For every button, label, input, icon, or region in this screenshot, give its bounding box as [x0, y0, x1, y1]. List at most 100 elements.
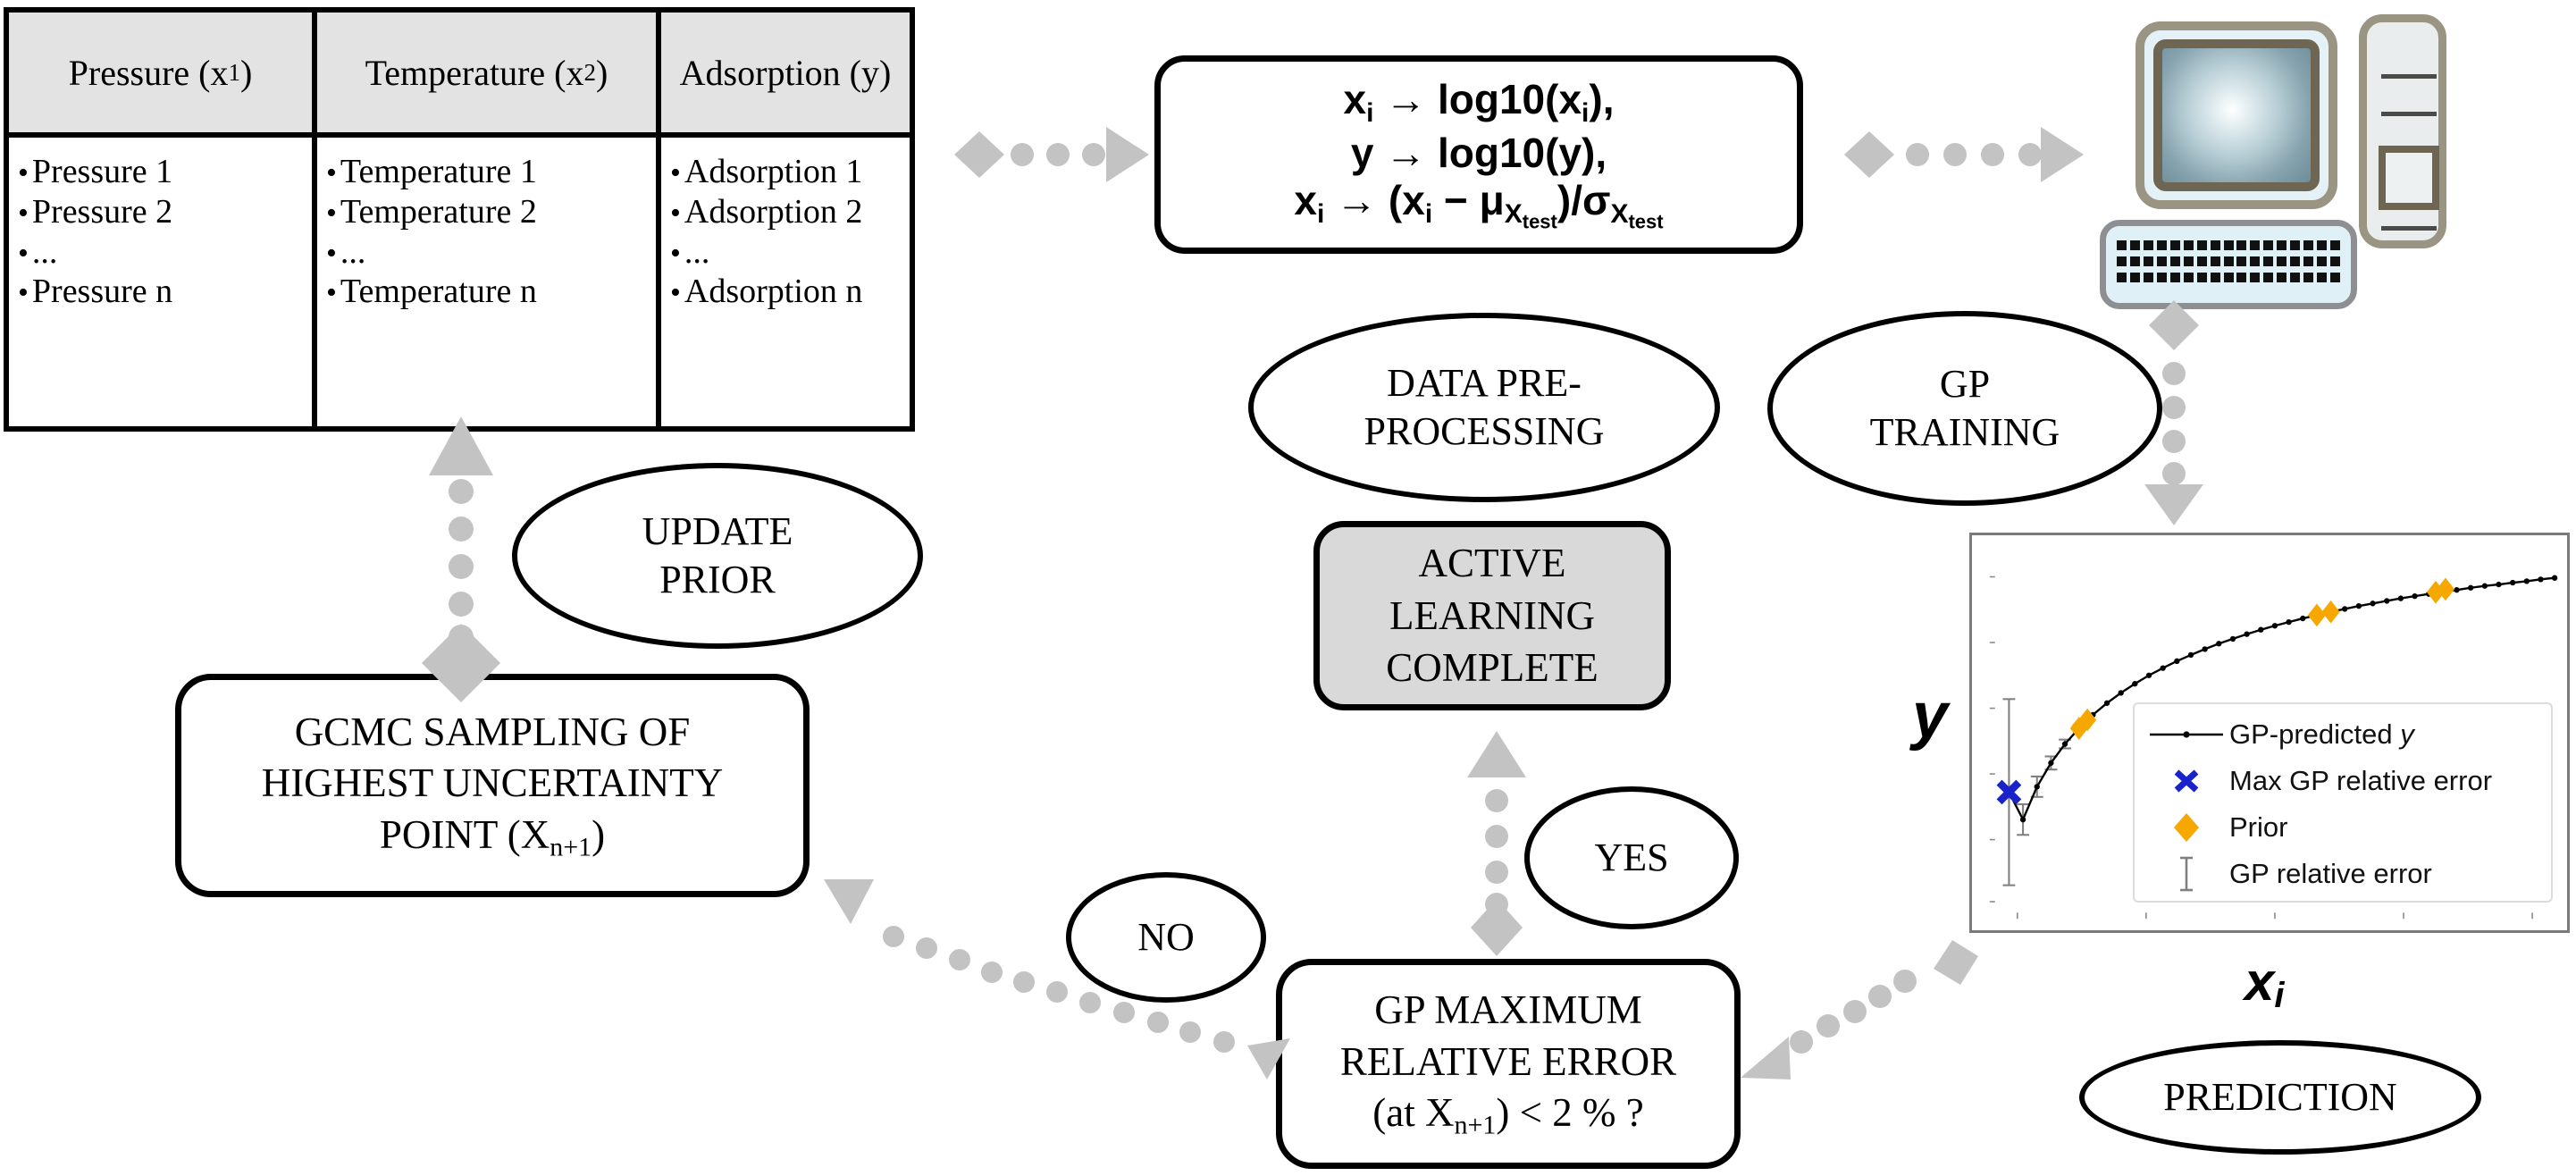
chart-legend: GP-predicted y Max GP relative error Pri… [2133, 702, 2553, 903]
column-header-pressure-text: Pressure (x [68, 52, 229, 93]
connector-table-to-preprocessing [927, 114, 1151, 195]
monitor-screen [2153, 39, 2320, 191]
eq3-mu-sub: Xtest [1504, 199, 1557, 233]
connector-gp-error-to-active-learning-complete [1447, 726, 1546, 967]
gperr-line3-b: ) < 2 % ? [1496, 1090, 1644, 1136]
label-data-preprocessing: DATA PRE- PROCESSING [1248, 313, 1720, 502]
legend-item-error-bar: GP relative error [2144, 851, 2542, 897]
preprocessing-equation-1: xi → log10(xi), [1294, 76, 1663, 130]
gcmc-line3-text: POINT (X [379, 811, 550, 857]
eq3-mu-sub-X: X [1504, 199, 1523, 230]
column-header-temperature-tail: ) [596, 52, 608, 93]
alc-line2: LEARNING [1389, 592, 1595, 638]
column-header-adsorption-text: Adsorption (y [679, 52, 879, 93]
list-item: Adsorption 1 [667, 152, 904, 192]
keyboard-row [2117, 273, 2340, 282]
label-prediction: PREDICTION [2079, 1040, 2481, 1155]
data-preprocessing-line2: PROCESSING [1364, 409, 1605, 453]
gcmc-sampling-box: GCMC SAMPLING OF HIGHEST UNCERTAINTY POI… [175, 674, 810, 897]
column-header-pressure-sub: 1 [228, 58, 241, 86]
column-header-temperature-sub: 2 [583, 58, 597, 86]
computer-tower-icon [2359, 14, 2446, 248]
gperr-line3-sub: n+1 [1454, 1110, 1497, 1140]
keyboard-icon [2100, 220, 2357, 309]
label-update-prior: UPDATE PRIOR [512, 463, 923, 649]
gcmc-line3: POINT (Xn+1) [262, 810, 724, 865]
column-header-temperature-text: Temperature (x [365, 52, 584, 93]
eq3-b: → (x [1324, 177, 1425, 224]
gperr-line1: GP MAXIMUM [1374, 987, 1642, 1033]
update-prior-line2: PRIOR [659, 558, 776, 601]
input-data-table: Pressure (x1) Pressure 1 Pressure 2 ... … [4, 7, 915, 432]
label-no: NO [1066, 872, 1266, 1003]
list-item: Adsorption 2 [667, 192, 904, 232]
eq3-sigma: )/σ [1557, 177, 1611, 224]
eq1-x: x [1343, 75, 1367, 122]
preprocessing-equation-2: y → log10(y), [1350, 129, 1607, 176]
tower-drive-bay [2379, 146, 2439, 210]
active-learning-complete-box: ACTIVE LEARNING COMPLETE [1313, 521, 1671, 710]
eq3-b-sub: i [1424, 199, 1433, 230]
gp-training-line2: TRAINING [1869, 410, 2060, 454]
legend-item-prior: Prior [2144, 804, 2542, 851]
keyboard-row [2117, 240, 2340, 250]
legend-label-max-error: Max GP relative error [2229, 765, 2493, 796]
connector-computer-to-chart [2125, 295, 2223, 527]
legend-label-error-bar: GP relative error [2229, 858, 2432, 889]
eq3-x: x [1294, 177, 1317, 224]
list-item: ... [323, 232, 650, 273]
legend-item-gp-predicted: GP-predicted y [2144, 711, 2542, 758]
list-item: Temperature n [323, 272, 650, 312]
data-preprocessing-box: xi → log10(xi), y → log10(y), xi → (xi −… [1154, 55, 1803, 254]
gperr-line2: RELATIVE ERROR [1339, 1038, 1677, 1084]
eq3-sigma-sub: Xtest [1610, 199, 1663, 233]
list-item: Temperature 2 [323, 192, 650, 232]
list-item: ... [667, 232, 904, 273]
eq3-mu-sub-test: test [1522, 210, 1557, 233]
chart-y-axis-label: y [1912, 680, 1949, 752]
gcmc-line3-sub: n+1 [550, 832, 592, 862]
gcmc-line1: GCMC SAMPLING OF [294, 709, 691, 754]
legend-symbol-diamond [2144, 811, 2229, 844]
label-gp-training: GP TRAINING [1767, 311, 2162, 506]
legend-symbol-errorbar [2144, 854, 2229, 894]
gcmc-line2: HIGHEST UNCERTAINTY [261, 760, 724, 806]
table-body-pressure: Pressure 1 Pressure 2 ... Pressure n [9, 138, 312, 426]
list-item: Pressure 2 [14, 192, 306, 232]
list-item: Temperature 1 [323, 152, 650, 192]
eq3-x-sub: i [1317, 199, 1325, 230]
table-column-pressure: Pressure (x1) Pressure 1 Pressure 2 ... … [9, 13, 317, 426]
legend-label-prior: Prior [2229, 811, 2288, 843]
list-item: ... [14, 232, 306, 273]
chart-max-error-marker [1996, 779, 2022, 805]
chart-line-series [2008, 576, 2555, 822]
gp-training-line1: GP [1939, 362, 1991, 407]
chart-axis-ticks [1989, 575, 2533, 920]
eq1-x2-sub: i [1582, 97, 1590, 128]
chart-x-axis-label: xi [2245, 952, 2285, 1015]
connector-chart-to-gp-error [1730, 929, 2025, 1090]
list-item: Pressure 1 [14, 152, 306, 192]
connector-gcmc-to-table [407, 411, 515, 702]
gperr-line3-a: (at X [1372, 1090, 1455, 1136]
legend-label-gp-predicted: GP-predicted y [2229, 718, 2414, 750]
chart-svg [1989, 575, 2558, 920]
desktop-computer-icon [2100, 5, 2446, 309]
gperr-line3: (at Xn+1) < 2 % ? [1340, 1088, 1676, 1143]
alc-line3: COMPLETE [1386, 645, 1598, 691]
eq1-tail: ), [1589, 75, 1615, 122]
table-column-temperature: Temperature (x2) Temperature 1 Temperatu… [317, 13, 661, 426]
keyboard-row [2117, 256, 2340, 266]
eq3-sigma-sub-test: test [1628, 210, 1664, 233]
prediction-text: PREDICTION [2163, 1075, 2397, 1120]
no-text: NO [1137, 915, 1195, 960]
yes-text: YES [1594, 836, 1669, 880]
gp-maximum-relative-error-box: GP MAXIMUM RELATIVE ERROR (at Xn+1) < 2 … [1276, 959, 1741, 1169]
eq1-rest: → log10(x [1373, 75, 1582, 122]
label-yes: YES [1524, 786, 1739, 929]
column-header-adsorption-tail: ) [879, 52, 892, 93]
table-body-adsorption: Adsorption 1 Adsorption 2 ... Adsorption… [661, 138, 910, 426]
connector-gp-error-to-gcmc [804, 847, 1358, 1079]
